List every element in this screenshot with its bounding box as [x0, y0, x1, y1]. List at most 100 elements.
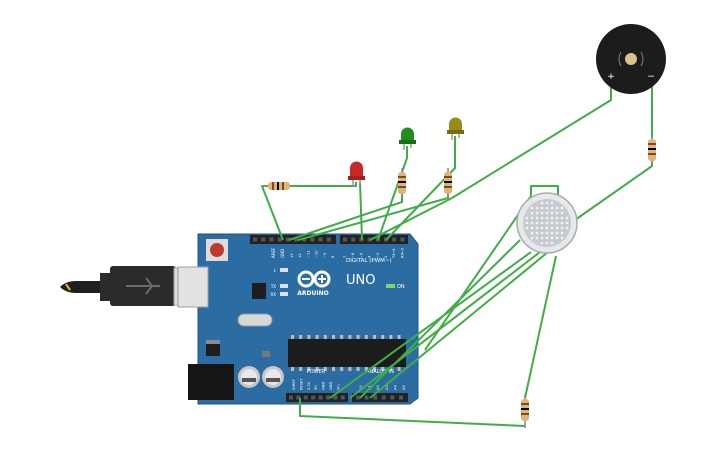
header-hole[interactable] [277, 237, 282, 242]
digital-label: DIGITAL (PWM~) [346, 258, 392, 264]
pin-label: 2 [384, 256, 388, 258]
wire-sensor-2 [349, 251, 541, 399]
header-hole[interactable] [302, 237, 307, 242]
header-hole[interactable] [326, 395, 330, 400]
wire-resistor-red-led [290, 182, 357, 187]
wire-red-led-pin [359, 181, 363, 241]
header-hole[interactable] [343, 237, 347, 242]
pin-label: 7 [343, 256, 347, 258]
regulator [206, 342, 220, 356]
header-hole[interactable] [303, 395, 308, 400]
wire-yellow-led [385, 136, 456, 241]
pin-label: ~10 [315, 250, 319, 258]
gas-sensor[interactable] [516, 192, 578, 254]
header-hole[interactable] [285, 237, 290, 242]
wire-sensor-left2 [359, 239, 521, 399]
pin-label: GND [329, 382, 333, 390]
wire-buzzer-res [574, 160, 653, 221]
header-hole[interactable] [311, 395, 316, 400]
on-led [386, 284, 395, 288]
pin-label: 12 [298, 253, 302, 258]
model-label: UNO [346, 273, 375, 288]
label-aref: AREF [271, 247, 276, 258]
header-hole[interactable] [289, 395, 293, 400]
wire-gnd-bottom [299, 398, 526, 427]
pin-label: TX→1 [392, 248, 396, 259]
usb-port [177, 266, 209, 308]
label-l: L [274, 268, 277, 273]
arduino-logo [297, 270, 331, 288]
pin-label: A0 [359, 385, 363, 390]
header-hole[interactable] [351, 237, 356, 242]
resistor-r2[interactable] [398, 168, 406, 198]
wire-sensor-3 [369, 251, 549, 399]
header-hole[interactable] [392, 237, 397, 242]
header-hole[interactable] [381, 395, 386, 400]
led-l [280, 268, 288, 272]
led-rx [280, 292, 288, 296]
header-hole[interactable] [400, 237, 405, 242]
power-jack [188, 364, 234, 400]
led-tx [280, 284, 288, 288]
header-hole[interactable] [390, 395, 395, 400]
header-hole[interactable] [318, 395, 323, 400]
header-hole[interactable] [356, 395, 360, 400]
header-hole[interactable] [294, 237, 298, 242]
header-hole[interactable] [340, 395, 345, 400]
resistor-r5[interactable] [521, 394, 529, 428]
buzzer-plus-label: + [607, 72, 615, 82]
header-hole[interactable] [261, 237, 266, 242]
pin-label: ~6 [351, 252, 355, 258]
power-analog-header[interactable] [286, 393, 408, 402]
wire-sensor-left [424, 195, 532, 351]
header-hole[interactable] [333, 395, 338, 400]
led-red[interactable] [348, 161, 365, 186]
pin-label: ~5 [359, 253, 363, 258]
resistor-r1[interactable] [262, 182, 292, 190]
resistor-r3[interactable] [444, 168, 452, 198]
header-hole[interactable] [296, 395, 301, 400]
resistor-r4[interactable] [648, 136, 656, 164]
label-rx: RX [270, 292, 276, 297]
pin-label: RX←0 [400, 247, 404, 258]
piezo-buzzer[interactable]: + − [596, 24, 666, 94]
pin-label: ~11 [306, 250, 310, 258]
crystal [237, 313, 273, 327]
on-label: ON [397, 284, 405, 290]
header-hole[interactable] [269, 237, 274, 242]
header-hole[interactable] [318, 237, 323, 242]
pin-label: 5V [314, 385, 318, 390]
pin-label: 13 [290, 253, 294, 258]
wire-sensor-4 [524, 255, 557, 399]
label-gnd: GND [280, 249, 285, 258]
wire-buzzer-plus [369, 85, 612, 241]
pin-label: 8 [331, 255, 335, 258]
pin-label: Vin [336, 384, 340, 390]
header-hole[interactable] [326, 237, 331, 242]
header-hole[interactable] [367, 237, 372, 242]
digital-header[interactable] [250, 235, 408, 244]
wires[interactable] [261, 85, 653, 427]
reset-button[interactable] [206, 239, 228, 261]
header-hole[interactable] [253, 237, 257, 242]
usb-chip [252, 283, 266, 299]
header-hole[interactable] [399, 395, 403, 400]
wire-gnd-resistor [261, 185, 284, 241]
pin-label: 4 [368, 255, 372, 258]
pin-label: A3 [385, 385, 389, 390]
wire-sensor-1 [329, 251, 532, 399]
header-hole[interactable] [310, 237, 315, 242]
power-label: POWER [307, 369, 326, 375]
pin-label: ~3 [376, 253, 380, 258]
pin-label: A5 [402, 385, 406, 390]
led-yellow[interactable] [447, 117, 464, 141]
pin-label: 3.3V [307, 381, 311, 390]
wire-green-led [377, 146, 408, 241]
header-hole[interactable] [373, 395, 378, 400]
buzzer-minus-label: − [647, 72, 655, 82]
header-hole[interactable] [364, 395, 369, 400]
led-green[interactable] [399, 127, 416, 151]
